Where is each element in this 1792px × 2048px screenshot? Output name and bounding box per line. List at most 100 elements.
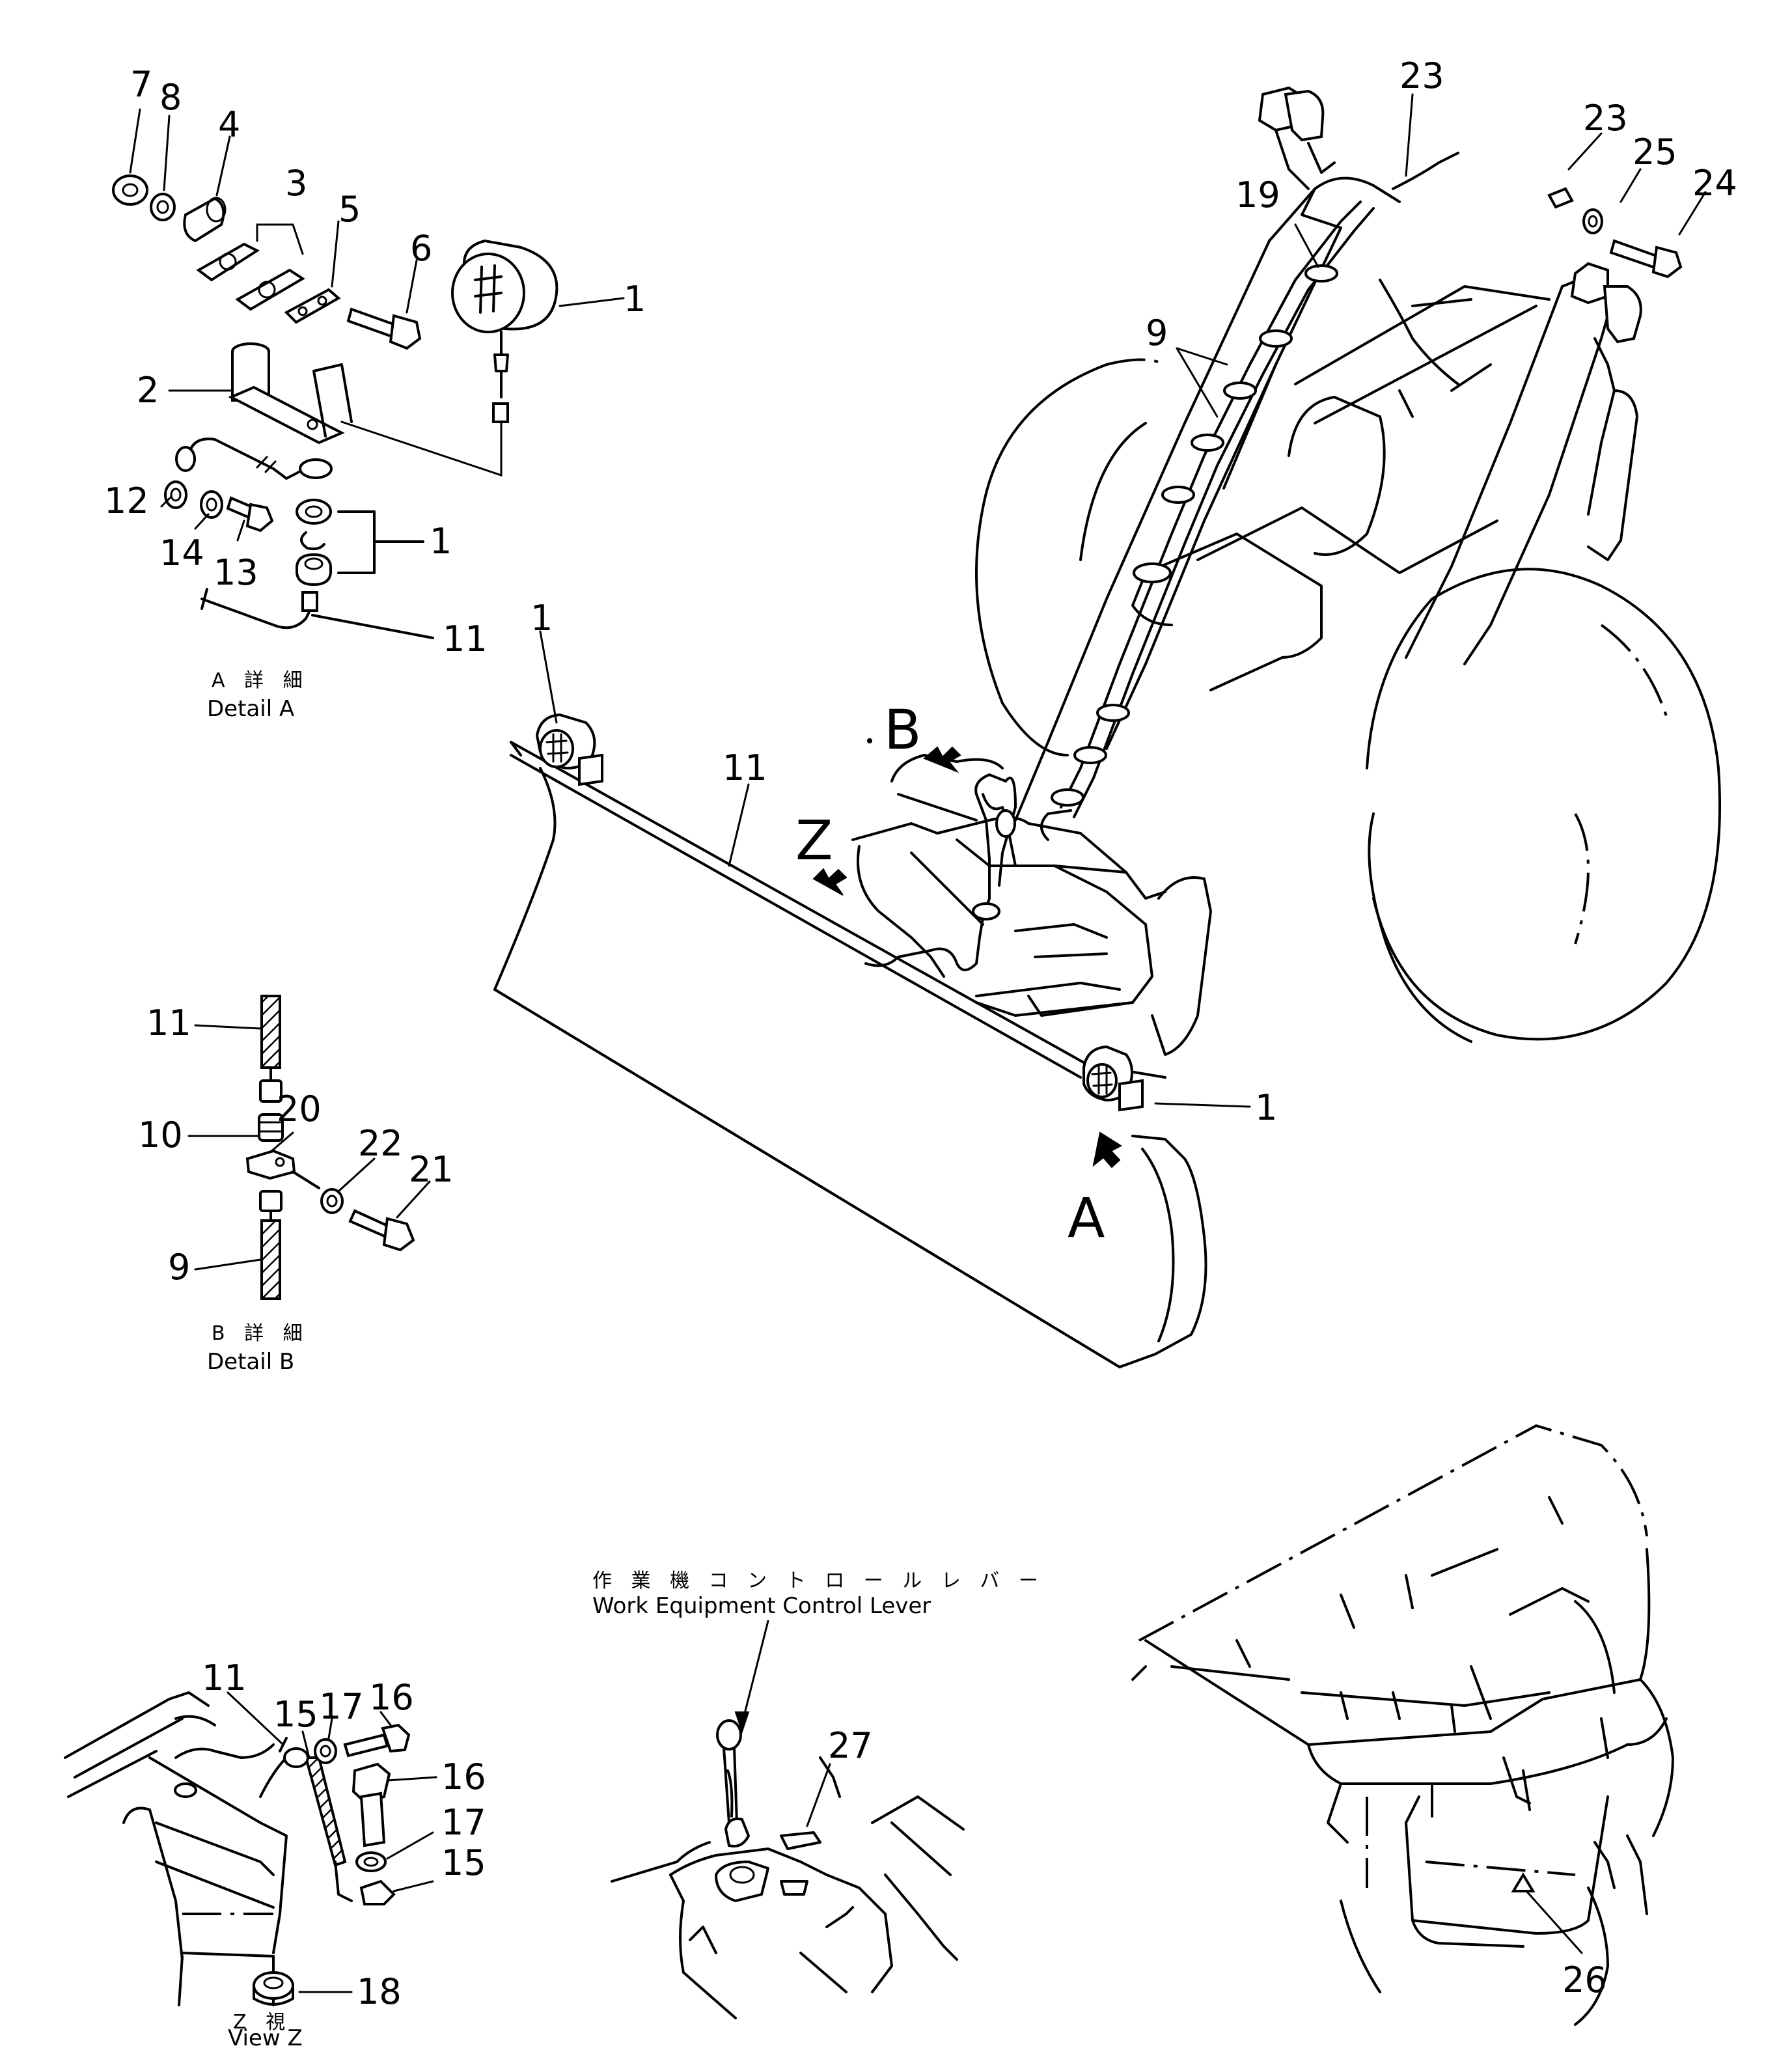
clamp-part-3 (196, 223, 305, 311)
detail-b-title-en: Detail B (207, 1349, 294, 1375)
blade-lamp-left (535, 713, 603, 786)
washer-part-14 (200, 490, 223, 519)
clamp-part-20 (245, 1149, 296, 1180)
label-13: 13 (214, 552, 258, 593)
label-1-lamp: 1 (624, 279, 646, 320)
dozer-blade (493, 741, 1207, 1368)
hardware-set-part-1 (296, 499, 424, 587)
detail-a-title-en: Detail A (207, 696, 294, 722)
view-letter-a: A (1068, 1186, 1105, 1250)
hose-part-11-detail-b (260, 995, 281, 1069)
washer-part-8 (150, 193, 176, 221)
view-arrow-z (812, 868, 848, 896)
hose-clamp (1259, 329, 1293, 348)
label-17-lower: 17 (441, 1802, 486, 1843)
hose-clamp (1096, 704, 1130, 722)
connector-part-10 (258, 1113, 284, 1142)
detail-b-title-jp: B 詳 細 (212, 1322, 309, 1345)
label-11-detail-a: 11 (443, 618, 488, 659)
plate-part-5 (284, 288, 341, 324)
hose-part-15-view-z (304, 1756, 347, 1867)
fitting (259, 1079, 283, 1103)
main-harness (864, 773, 1017, 971)
label-26: 26 (1562, 1959, 1607, 2000)
label-19: 19 (1235, 174, 1280, 215)
detail-a-leaders (129, 108, 625, 542)
label-22: 22 (358, 1123, 403, 1164)
detail-a: 7 8 4 3 5 6 1 2 12 14 13 1 11 A 詳 細 Deta… (104, 64, 646, 722)
washer-part-12 (164, 480, 187, 509)
label-6: 6 (410, 228, 432, 269)
washer-part-17-lower (355, 1851, 387, 1872)
label-25: 25 (1633, 131, 1677, 173)
label-23-top: 23 (1399, 55, 1444, 96)
label-1-blade-right: 1 (1255, 1087, 1277, 1128)
hose-clamp (1161, 486, 1195, 504)
machine-main-view: 1 11 1 23 23 25 24 19 9 B Z A (493, 55, 1737, 1368)
washer-part-22 (320, 1188, 344, 1214)
lamp-wire (340, 421, 503, 477)
hose-clamp (1073, 746, 1107, 764)
hose-clamp (1051, 788, 1084, 807)
lever-title-jp: 作 業 機 コ ン ト ロ ー ル レ バ ー (592, 1570, 1045, 1592)
rear-view: 26 (1131, 1424, 1674, 2026)
label-15-lower: 15 (441, 1842, 486, 1883)
view-letter-z: Z (795, 809, 833, 872)
nut-part-7 (112, 174, 148, 206)
quick-coupler (851, 754, 1212, 1056)
bolt-part-21 (348, 1209, 415, 1252)
ground-wire (175, 437, 333, 480)
bolt-part-16-lower (352, 1762, 391, 1847)
blade-lamp-right (1082, 1045, 1144, 1112)
control-lever-view: 作 業 機 コ ン ト ロ ー ル レ バ ー Work Equipment C… (592, 1570, 1045, 2019)
label-9-detail-b: 9 (168, 1247, 190, 1288)
label-4: 4 (218, 104, 240, 145)
view-z-title-en: View Z (228, 2025, 303, 2048)
label-17-upper: 17 (319, 1686, 364, 1727)
label-16-upper: 16 (369, 1677, 414, 1718)
hose-clamp (1223, 381, 1257, 400)
work-lamp-part-1 (451, 239, 558, 423)
decal-part-27 (780, 1831, 821, 1850)
label-5: 5 (338, 189, 361, 230)
label-1-hardware: 1 (430, 521, 452, 562)
label-20: 20 (277, 1088, 322, 1129)
view-letter-b: B (884, 698, 922, 762)
bolt-part-6 (346, 307, 422, 350)
hose-part-9-detail-b (260, 1219, 281, 1300)
label-14: 14 (159, 533, 204, 574)
collar-part-4 (183, 197, 227, 243)
label-10: 10 (138, 1114, 183, 1155)
right-tire (1366, 568, 1721, 1043)
washer-part-25 (1582, 208, 1603, 234)
detail-a-title-jp: A 詳 細 (212, 669, 309, 692)
detail-b: 11 10 20 22 21 9 B 詳 細 Detail B (138, 995, 454, 1375)
bracket-part-2 (228, 342, 353, 445)
right-lift-arm (1405, 272, 1638, 665)
label-11-detail-b: 11 (146, 1003, 191, 1044)
label-21: 21 (409, 1149, 454, 1190)
view-arrow-a (1092, 1131, 1122, 1169)
view-z: 11 15 17 16 16 17 15 18 Z 視 View Z (64, 1657, 486, 2048)
washer-part-17-upper (314, 1738, 337, 1764)
label-1-blade-left: 1 (531, 598, 553, 639)
label-11-main: 11 (723, 747, 767, 788)
hose-clamp (1304, 264, 1338, 283)
fitting (259, 1190, 283, 1212)
clip-part-15 (359, 1879, 396, 1905)
bolt-part-13 (226, 496, 274, 533)
lever-knob (716, 1719, 742, 1750)
top-right-light (1570, 262, 1642, 344)
left-lift-arm (1014, 176, 1401, 822)
dot-mark (867, 738, 872, 743)
hose-clamps (1051, 152, 1459, 807)
bolt-part-24 (1609, 239, 1683, 279)
label-18: 18 (357, 1971, 402, 2012)
cable-part-11-detail (200, 588, 434, 639)
label-24: 24 (1692, 163, 1737, 204)
view-z-title-jp: Z 視 (233, 2011, 292, 2034)
front-frame (1131, 279, 1551, 691)
label-7: 7 (130, 64, 152, 105)
